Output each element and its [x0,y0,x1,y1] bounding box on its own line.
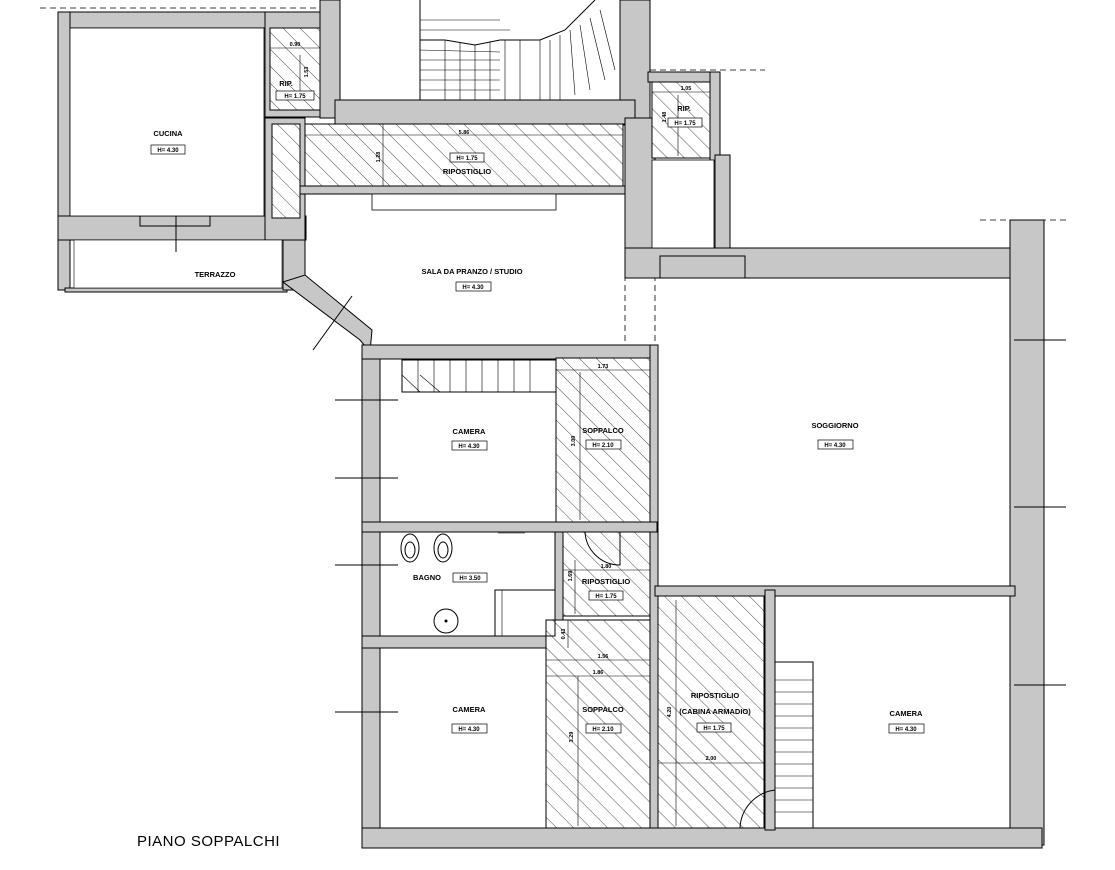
stair-right [739,661,814,829]
dim-soppalco2-h: 3.29 [569,732,575,743]
room-height-rip-top: H= 1.75 [456,156,478,162]
room-label-soppalco2: SOPPALCO [582,705,624,714]
room-label-rip-top: RIPOSTIGLIO [443,167,492,176]
bathroom-fixtures [400,533,556,637]
room-height-soppalco1: H= 2.10 [592,443,614,449]
room-label-camera2: CAMERA [453,705,486,714]
room-height-cucina: H= 4.30 [157,148,179,154]
room-label-rip-cabina: RIPOSTIGLIO [691,691,740,700]
room-label-bagno: BAGNO [413,573,441,582]
room-label-soppalco1: SOPPALCO [582,426,624,435]
dim-rip-top-w: 5.86 [459,130,470,136]
dim-soppalco1-w: 1.73 [598,364,609,370]
room-label-terrazzo: TERRAZZO [195,270,236,279]
plan-title: PIANO SOPPALCHI [137,833,280,850]
dim-rip-top-h: 1.28 [376,152,382,163]
room-height-rip2: H= 1.75 [674,121,696,127]
room-height-soggiorno: H= 4.30 [824,443,846,449]
dim-rip2-h: 1.48 [662,112,668,123]
room-label-camera3: CAMERA [890,709,923,718]
dim-rip-cabina-w: 2.00 [706,756,717,762]
room-label-rip-cabina-sub: (CABINA ARMADIO) [679,707,751,716]
stair-top [419,0,616,100]
dim-soppalco2-w2: 1.86 [593,670,604,676]
room-label-rip2: RIP. [677,104,691,113]
dim-rip-mid-h: 1.69 [568,571,574,582]
room-label-soggiorno: SOGGIORNO [811,421,858,430]
room-height-camera1: H= 4.30 [458,444,480,450]
room-height-camera2: H= 4.30 [458,727,480,733]
dimension-lines [270,47,764,826]
dim-rip-mid-w: 1.80 [601,564,612,570]
dim-soppalco2-s: 0.43 [561,629,567,640]
dim-rip1-h: 1.53 [304,67,310,78]
openings [175,216,1066,713]
room-label-sala: SALA DA PRANZO / STUDIO [421,267,522,276]
room-height-sala: H= 4.30 [462,285,484,291]
room-height-bagno: H= 3.50 [459,576,481,582]
dim-rip-cabina-h: 4.20 [667,707,673,718]
room-label-rip1: RIP. [279,79,293,88]
room-label-rip-mid: RIPOSTIGLIO [582,577,631,586]
room-height-camera3: H= 4.30 [895,727,917,733]
dim-rip1-w: 0.90 [290,42,301,48]
dim-soppalco1-h: 3.00 [571,436,577,447]
room-height-rip-cabina: H= 1.75 [703,726,725,732]
stair-camera [401,359,557,393]
dim-rip2-w: 1.05 [681,86,692,92]
room-label-cucina: CUCINA [153,129,183,138]
room-label-camera1: CAMERA [453,427,486,436]
dim-soppalco2-w1: 1.56 [598,654,609,660]
room-height-rip-mid: H= 1.75 [595,594,617,600]
room-height-soppalco2: H= 2.10 [592,727,614,733]
room-height-rip1: H= 1.75 [284,94,306,100]
